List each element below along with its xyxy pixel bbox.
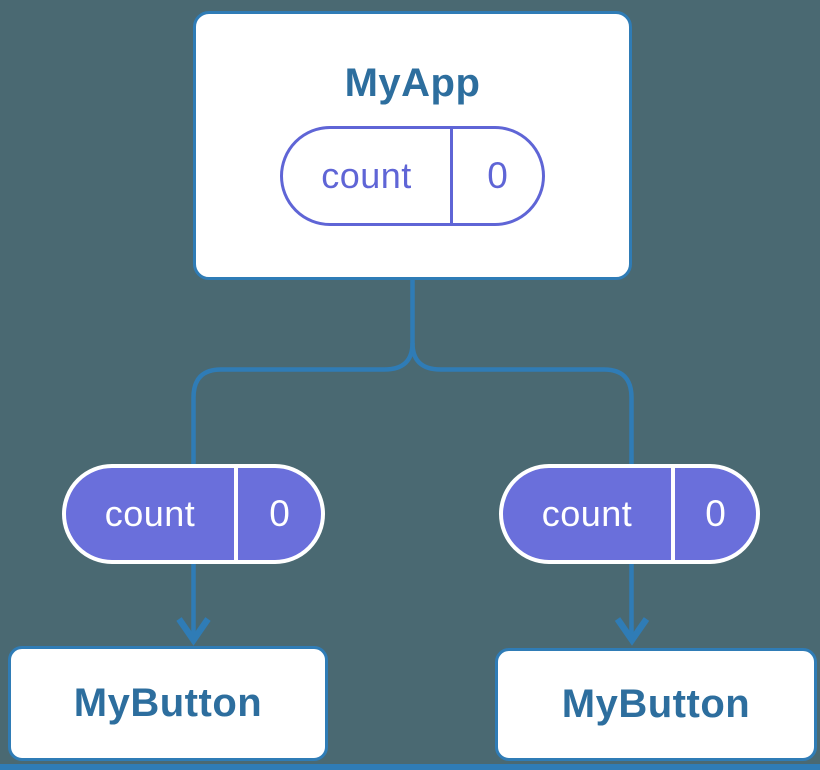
prop-pill-name: count — [503, 468, 675, 560]
prop-pill-right: count 0 — [499, 464, 760, 564]
arrow-down-icon — [614, 617, 650, 646]
branch-left-line — [191, 342, 415, 637]
state-pill-name: count — [283, 129, 453, 223]
mybutton-node-left: MyButton — [8, 646, 328, 761]
bottom-edge-strip — [0, 764, 820, 770]
myapp-node: MyApp count 0 — [193, 11, 632, 280]
mybutton-node-label: MyButton — [73, 681, 263, 725]
myapp-node-label: MyApp — [344, 61, 481, 105]
prop-pill-name: count — [66, 468, 238, 560]
mybutton-node-label: MyButton — [561, 682, 751, 726]
state-pill: count 0 — [280, 126, 545, 226]
branch-right-line — [410, 342, 634, 637]
state-pill-value: 0 — [487, 155, 508, 196]
arrow-down-icon — [176, 617, 211, 646]
mybutton-node-right: MyButton — [495, 648, 817, 761]
prop-pill-value: 0 — [705, 493, 726, 534]
prop-pill-value: 0 — [269, 493, 290, 534]
prop-pill-left: count 0 — [62, 464, 325, 564]
